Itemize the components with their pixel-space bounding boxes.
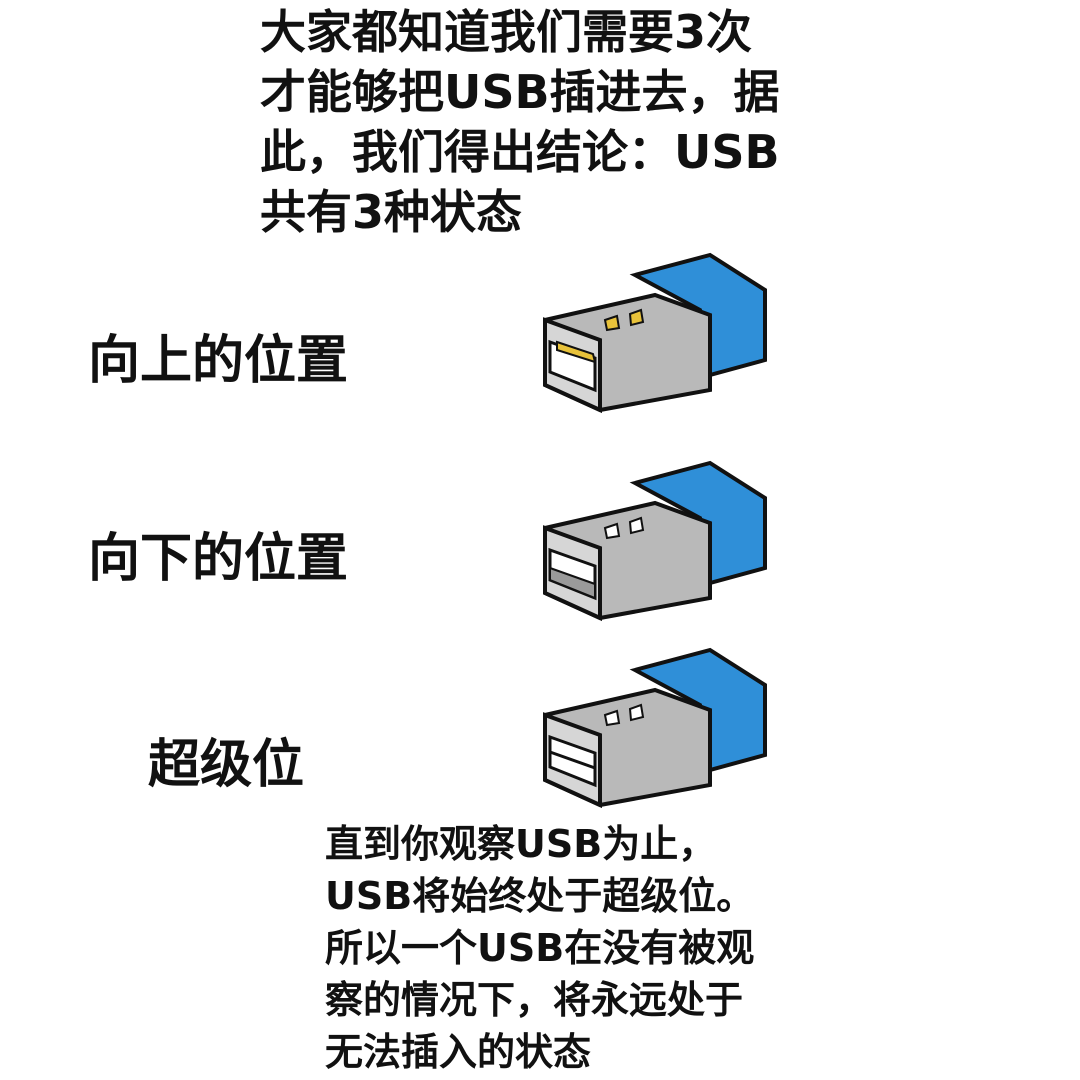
state-label-superposition: 超级位 (148, 735, 305, 795)
state-label-down: 向下的位置 (88, 529, 349, 589)
usb-down-icon (543, 460, 767, 622)
usb-up-icon (543, 252, 767, 414)
state-label-up: 向上的位置 (88, 331, 349, 391)
intro-text: 大家都知道我们需要3次 才能够把USB插进去，据 此，我们得出结论：USB 共有… (260, 2, 780, 242)
intro-line: 此，我们得出结论：USB (260, 125, 780, 179)
conclusion-line: USB将始终处于超级位。 (325, 874, 755, 918)
usb-superposition-icon (543, 647, 767, 809)
conclusion-line: 所以一个USB在没有被观 (325, 926, 755, 970)
conclusion-line: 察的情况下，将永远处于 (325, 978, 744, 1022)
intro-line: 才能够把USB插进去，据 (260, 65, 780, 119)
intro-line: 大家都知道我们需要3次 (260, 5, 753, 59)
conclusion-text: 直到你观察USB为止， USB将始终处于超级位。 所以一个USB在没有被观 察的… (325, 818, 754, 1078)
intro-line: 共有3种状态 (260, 185, 523, 239)
conclusion-line: 直到你观察USB为止， (325, 822, 717, 866)
conclusion-line: 无法插入的状态 (325, 1030, 592, 1074)
